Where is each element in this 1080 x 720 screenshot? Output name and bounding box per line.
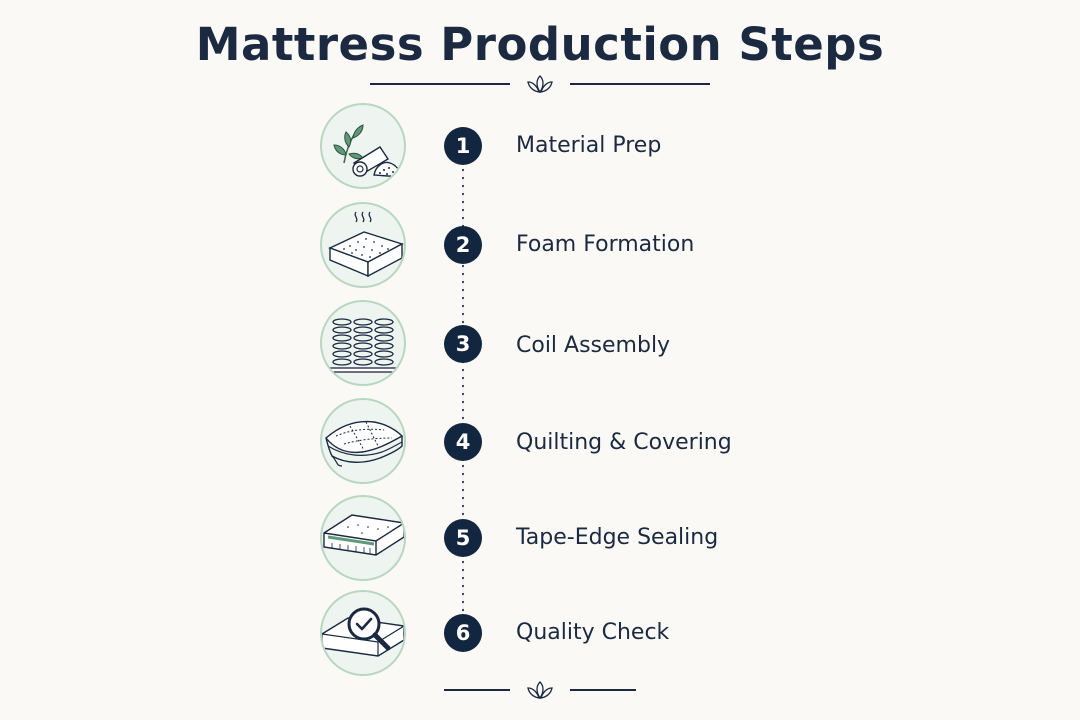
coil-springs-icon: [320, 300, 406, 386]
step-label: Coil Assembly: [516, 333, 671, 358]
magnifier-check-icon: [320, 590, 406, 676]
divider-line-left: [444, 689, 510, 691]
footer-divider: [444, 680, 636, 700]
step-number-badge: 1: [444, 127, 482, 165]
quilted-layer-icon: [320, 398, 406, 484]
leaf-ornament-icon: [527, 75, 553, 94]
materials-icon: [320, 103, 406, 189]
mattress-edge-icon: [320, 495, 406, 581]
page-title: Mattress Production Steps: [195, 18, 885, 71]
foam-block-icon: [320, 202, 406, 288]
step-number-badge: 3: [444, 325, 482, 363]
divider-line-right: [570, 689, 636, 691]
step-label: Foam Formation: [516, 232, 695, 257]
step-connector-dotted-line: [462, 166, 464, 626]
step-label: Quilting & Covering: [516, 430, 732, 455]
divider-line-right: [570, 83, 710, 85]
leaf-ornament-icon: [527, 681, 553, 700]
step-number-badge: 2: [444, 226, 482, 264]
step-label: Tape-Edge Sealing: [516, 525, 719, 550]
divider-line-left: [370, 83, 510, 85]
step-number-badge: 4: [444, 423, 482, 461]
step-label: Quality Check: [516, 620, 670, 645]
step-number-badge: 6: [444, 614, 482, 652]
step-label: Material Prep: [516, 133, 662, 158]
step-number-badge: 5: [444, 519, 482, 557]
title-divider: [370, 74, 710, 94]
